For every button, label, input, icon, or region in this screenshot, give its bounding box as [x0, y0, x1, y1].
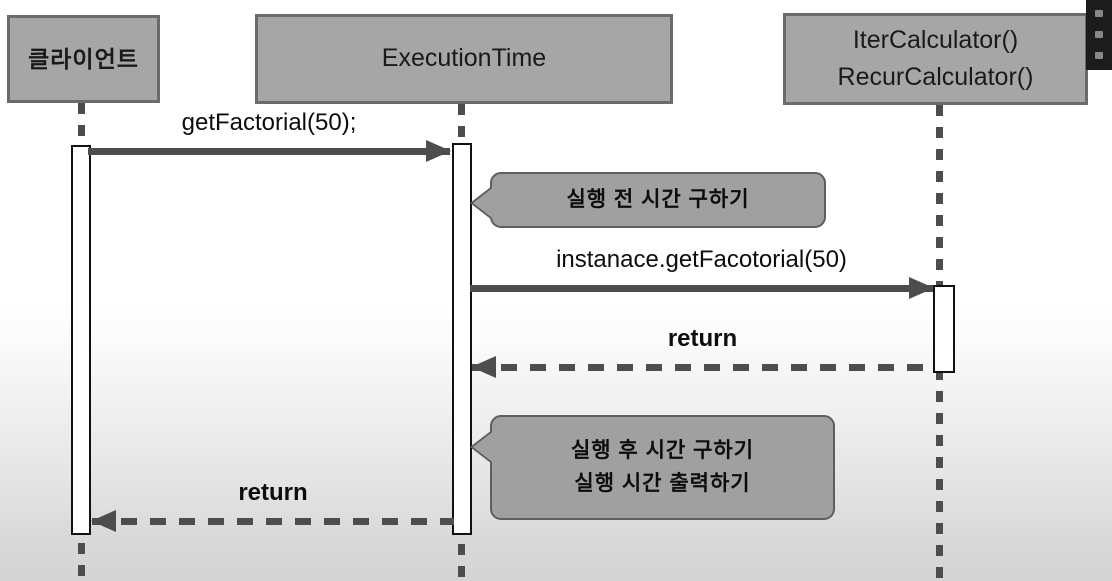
arrowhead-right-icon	[426, 140, 451, 162]
arrowhead-left-icon	[471, 356, 496, 378]
note-tail-fill-icon	[473, 186, 495, 220]
note-before-execution[interactable]: 실행 전 시간 구하기	[470, 172, 826, 228]
message-label-getfactorial: getFactorial(50);	[181, 109, 357, 136]
note-line-after-2: 실행 시간 출력하기	[574, 471, 751, 495]
cropped-panel-edge	[1086, 0, 1112, 70]
message-label-instanace: instanace.getFacotorial(50)	[556, 246, 847, 273]
actor-label-exectime: ExecutionTime	[381, 44, 547, 73]
message-shaft-dashed	[472, 364, 933, 371]
actor-label-itercalculator: IterCalculator()	[852, 25, 1019, 54]
message-label-return-client: return	[238, 479, 308, 506]
note-tail-fill-icon	[473, 430, 495, 464]
note-line-before-1: 실행 전 시간 구하기	[566, 187, 750, 211]
message-label-return-calc: return	[667, 325, 738, 352]
actor-box-exectime[interactable]: ExecutionTime	[255, 14, 673, 104]
actor-box-calculators[interactable]: IterCalculator() RecurCalculator()	[783, 13, 1088, 105]
arrowhead-right-icon	[909, 277, 934, 299]
activation-bar-calculators	[933, 285, 955, 373]
message-shaft	[470, 285, 933, 292]
panel-mark-icon	[1095, 52, 1103, 59]
panel-mark-icon	[1095, 10, 1103, 17]
arrowhead-left-icon	[91, 510, 116, 532]
actor-label-recurcalculator: RecurCalculator()	[837, 63, 1034, 91]
message-shaft	[88, 148, 450, 155]
activation-bar-exectime	[452, 143, 472, 535]
message-shaft-dashed	[92, 518, 454, 525]
panel-mark-icon	[1095, 31, 1103, 38]
note-after-execution[interactable]: 실행 후 시간 구하기 실행 시간 출력하기	[470, 415, 835, 520]
note-line-after-1: 실행 후 시간 구하기	[570, 438, 755, 462]
actor-label-client: 클라이언트	[28, 45, 139, 72]
activation-bar-client	[71, 145, 91, 535]
actor-box-client[interactable]: 클라이언트	[7, 15, 160, 103]
